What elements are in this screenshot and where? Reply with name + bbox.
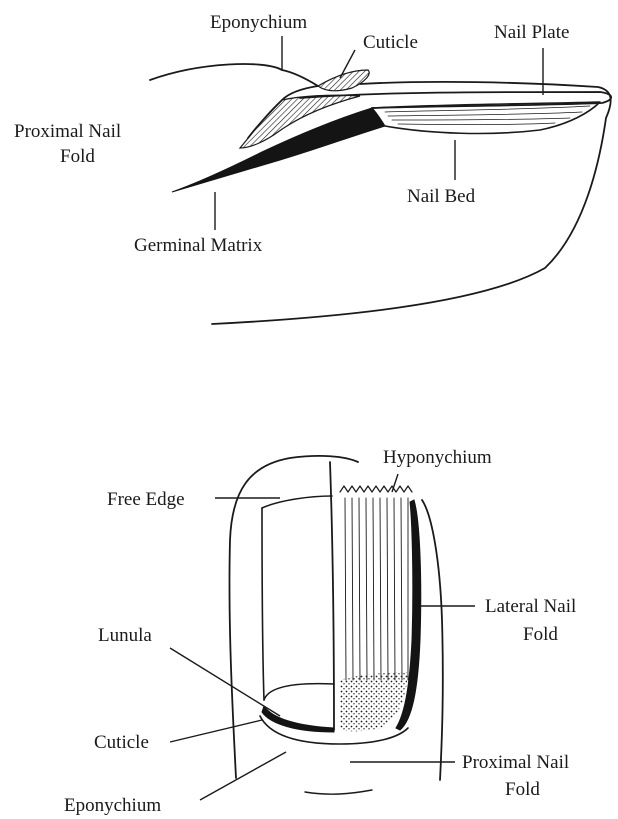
top-bottom-curve [305,790,372,794]
label-germinal-matrix: Germinal Matrix [134,235,263,256]
label-proximal-nail-fold-top-2: Fold [505,779,540,800]
label-hyponychium: Hyponychium [383,447,492,468]
top-nail-center-cut [330,462,334,730]
top-view-diagram: Hyponychium Free Edge Lateral Nail Fold … [64,447,576,816]
label-cuticle-side: Cuticle [363,32,418,53]
leader-eponychium-top [200,752,286,800]
top-lunula-stipple [340,672,408,731]
label-free-edge: Free Edge [107,489,185,510]
side-cuticle-shape [318,70,369,91]
label-cuticle-top: Cuticle [94,732,149,753]
side-nail-bed-striations [385,106,590,125]
label-proximal-nail-fold-side-1: Proximal Nail [14,121,121,142]
label-proximal-nail-fold-side-2: Fold [60,146,95,167]
label-proximal-nail-fold-top-1: Proximal Nail [462,752,569,773]
label-lateral-nail-fold-2: Fold [523,624,558,645]
top-finger-right-outline [422,500,443,780]
top-cuticle-band [262,706,334,732]
label-lateral-nail-fold-1: Lateral Nail [485,596,576,617]
label-eponychium-top: Eponychium [64,795,161,816]
top-lunula-arc [264,684,334,700]
label-lunula: Lunula [98,625,152,646]
side-view-diagram: Eponychium Cuticle Nail Plate Proximal N… [14,12,611,324]
label-eponychium-side: Eponychium [210,12,307,33]
label-nail-plate: Nail Plate [494,22,569,43]
top-nail-left-edge [262,508,264,700]
top-finger-outline [229,456,358,778]
side-nail-bed [372,102,600,133]
label-nail-bed: Nail Bed [407,186,476,207]
leader-cuticle-top [170,720,262,742]
top-hyponychium-zigzag [340,486,412,492]
top-nail-striations [345,498,408,680]
